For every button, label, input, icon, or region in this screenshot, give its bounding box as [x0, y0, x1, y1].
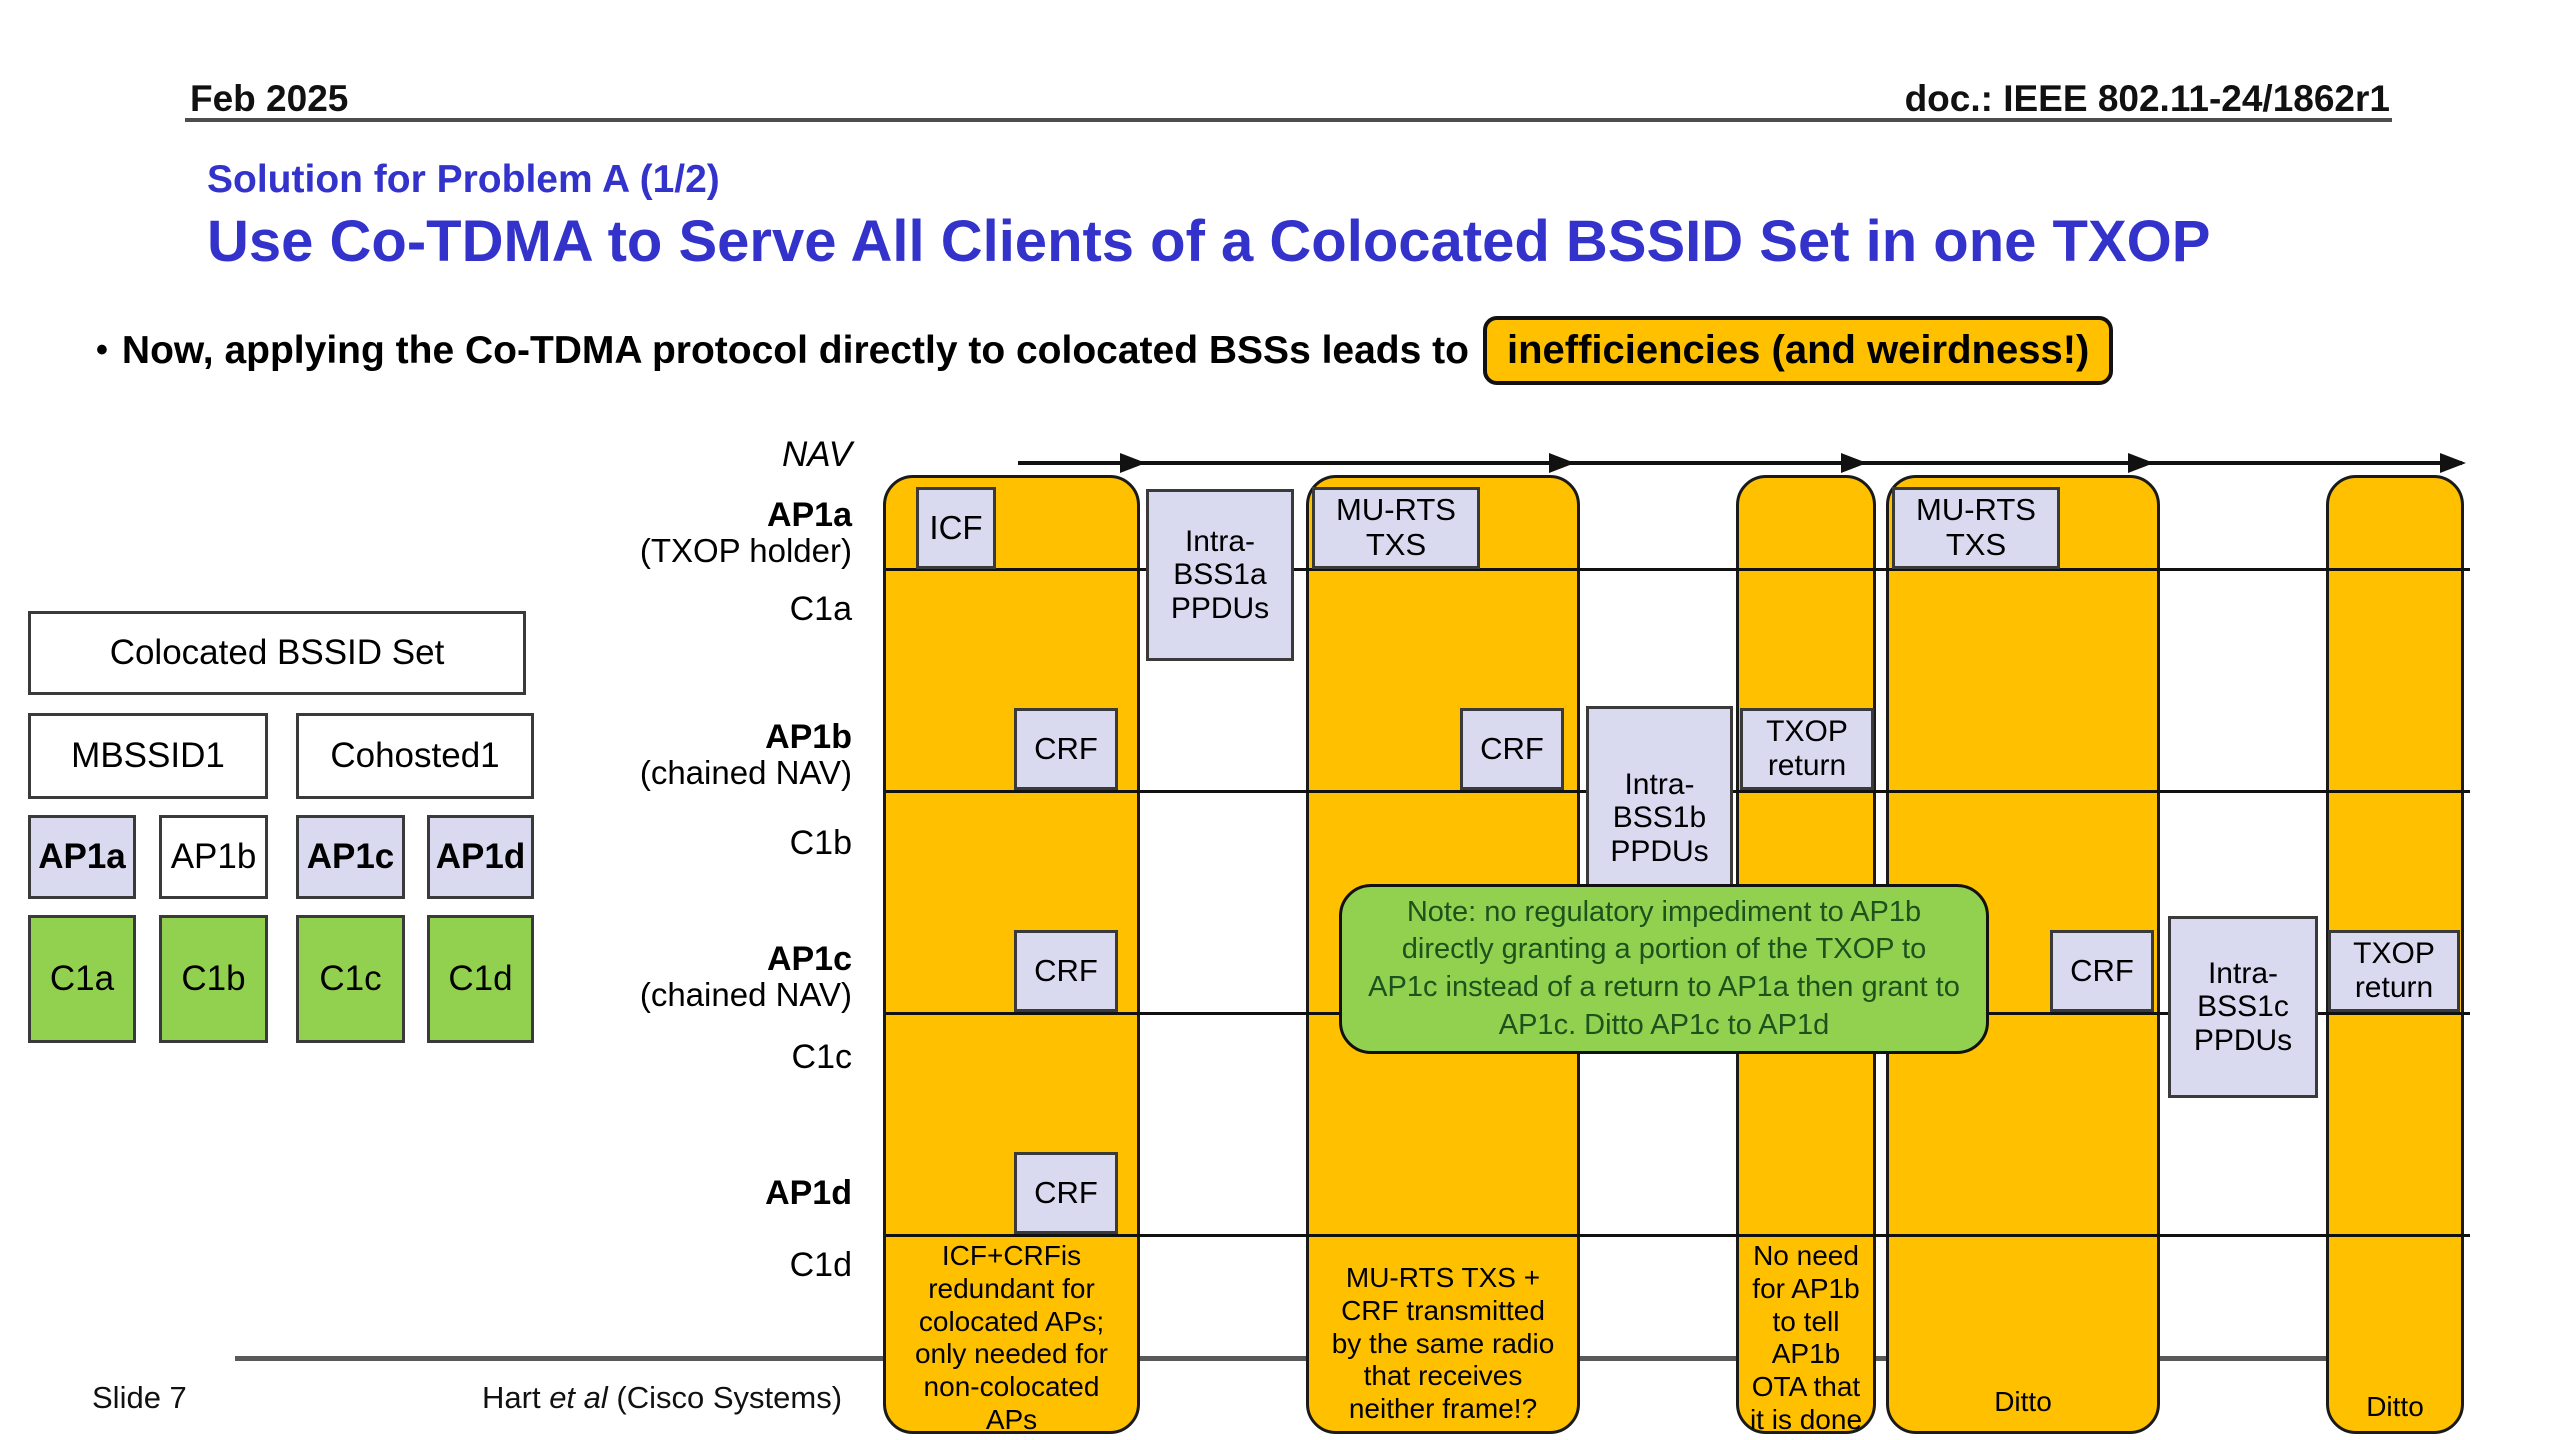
frame-txop-return-1: TXOP return — [1740, 708, 1874, 790]
legend-mbssid1: MBSSID1 — [28, 713, 268, 799]
legend-colocated-bssid-set: Colocated BSSID Set — [28, 611, 526, 695]
row-label-c1c: C1c — [791, 1038, 852, 1076]
footer-authors-etal: et al — [549, 1380, 608, 1415]
note-mu-rts-same-radio: MU-RTS TXS + CRF transmitted by the same… — [1331, 1262, 1555, 1424]
nav-label: NAV — [781, 435, 852, 474]
bullet-text: Now, applying the Co-TDMA protocol direc… — [121, 328, 1469, 372]
bullet-line: • Now, applying the Co-TDMA protocol dir… — [96, 316, 2114, 385]
note-ditto-block4: Ditto — [1994, 1386, 2052, 1417]
row-label-ap1b: AP1b — [765, 718, 852, 756]
frame-crf-b4-ap1c: CRF — [2050, 930, 2154, 1012]
row-label-c1d: C1d — [789, 1246, 852, 1284]
footer-authors: Hart et al (Cisco Systems) — [482, 1380, 842, 1416]
frame-crf-b1-ap1c: CRF — [1014, 930, 1118, 1012]
legend-cohosted1: Cohosted1 — [296, 713, 534, 799]
row-label-c1a: C1a — [789, 590, 852, 628]
header-rule — [185, 118, 2392, 122]
legend-c1c: C1c — [296, 915, 405, 1043]
footer-authors-pre: Hart — [482, 1380, 550, 1415]
row-label-ap1a: AP1a — [766, 496, 852, 534]
header-doc-number: doc.: IEEE 802.11-24/1862r1 — [1904, 78, 2390, 119]
frame-crf-b2-ap1b: CRF — [1460, 708, 1564, 790]
footer-authors-post: (Cisco Systems) — [607, 1380, 843, 1415]
nav-arrow — [1018, 453, 2466, 473]
regulatory-note: Note: no regulatory impediment to AP1b d… — [1339, 884, 1989, 1054]
frame-intra-bss1a-ppdus: Intra- BSS1a PPDUs — [1146, 489, 1294, 661]
legend-ap1d: AP1d — [427, 815, 534, 899]
note-icf-crf-redundant: ICF+CRFis redundant for colocated APs; o… — [914, 1240, 1109, 1435]
timeline-ap1a — [886, 568, 2470, 571]
footer-rule — [235, 1356, 2327, 1361]
row-sublabel-ap1c: (chained NAV) — [639, 976, 852, 1013]
slide-title: Use Co-TDMA to Serve All Clients of a Co… — [207, 209, 2211, 274]
legend-ap1b: AP1b — [159, 815, 268, 899]
legend-c1b: C1b — [159, 915, 268, 1043]
legend-ap1a: AP1a — [28, 815, 136, 899]
row-sublabel-ap1a: (TXOP holder) — [639, 532, 852, 569]
header-date: Feb 2025 — [190, 78, 349, 119]
frame-intra-bss1c-ppdus: Intra- BSS1c PPDUs — [2168, 916, 2318, 1098]
row-label-ap1d: AP1d — [765, 1174, 852, 1212]
row-sublabel-ap1b: (chained NAV) — [639, 754, 852, 791]
slide-number: Slide 7 — [92, 1380, 187, 1415]
frame-txop-return-2: TXOP return — [2328, 930, 2460, 1012]
row-label-ap1c: AP1c — [766, 940, 852, 978]
frame-mu-rts-txs-2: MU-RTS TXS — [1892, 487, 2060, 569]
legend-ap1c: AP1c — [296, 815, 405, 899]
row-label-c1b: C1b — [789, 824, 852, 862]
frame-icf: ICF — [916, 487, 996, 569]
frame-crf-b1-ap1d: CRF — [1014, 1152, 1118, 1234]
timeline-ap1d — [886, 1234, 2470, 1237]
bullet-marker: • — [96, 331, 108, 369]
legend-c1d: C1d — [427, 915, 534, 1043]
note-no-need-ap1b: No need for AP1b to tell AP1b OTA that i… — [1749, 1240, 1863, 1435]
slide-subtitle: Solution for Problem A (1/2) — [207, 158, 720, 201]
note-ditto-block5: Ditto — [2366, 1391, 2424, 1422]
legend-c1a: C1a — [28, 915, 136, 1043]
frame-mu-rts-txs-1: MU-RTS TXS — [1312, 487, 1480, 569]
frame-crf-b1-ap1b: CRF — [1014, 708, 1118, 790]
highlight-callout: inefficiencies (and weirdness!) — [1482, 316, 2114, 385]
